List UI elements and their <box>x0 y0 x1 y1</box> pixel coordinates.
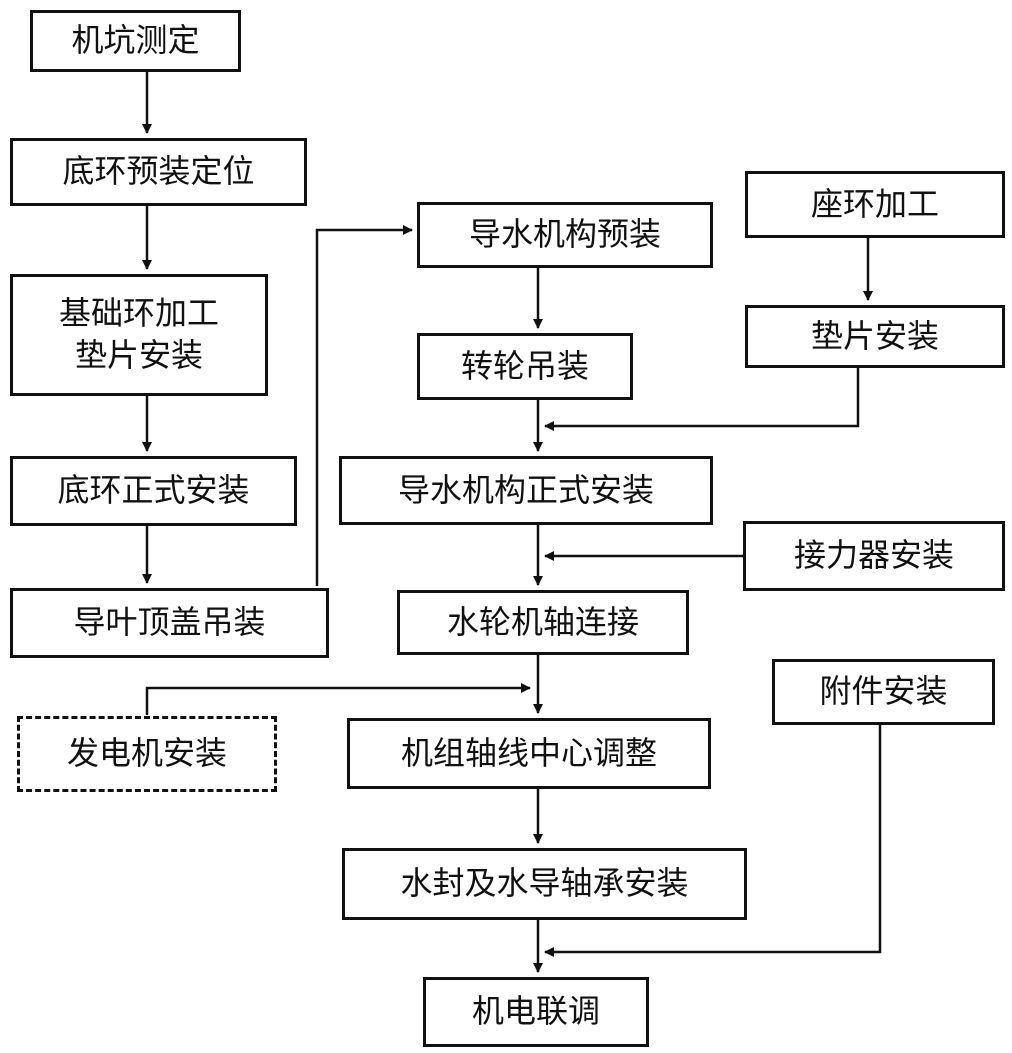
node-dihuan-zhengshi: 底环正式安装 <box>10 456 297 526</box>
node-jidian-liantiao: 机电联调 <box>423 977 649 1047</box>
node-zuohuan-jiagong: 座环加工 <box>745 171 1005 238</box>
node-dihuan-yuzhuang: 底环预装定位 <box>10 138 307 206</box>
node-zhuanlun-diaozhuang: 转轮吊装 <box>417 333 633 400</box>
node-zhou-lianjie: 水轮机轴连接 <box>397 590 689 655</box>
node-fujian: 附件安装 <box>772 659 995 725</box>
node-dianpian-anzhuang: 垫片安装 <box>745 305 1005 368</box>
node-jichuhuan-jiagong: 基础环加工 垫片安装 <box>10 274 268 396</box>
arrow-dianpian-to-main <box>544 368 860 431</box>
node-daoye-dinggai: 导叶顶盖吊装 <box>10 588 329 658</box>
node-daoshui-zhengshi: 导水机构正式安装 <box>339 456 713 525</box>
arrow-fujian-to-main <box>544 725 882 957</box>
arrow-fadianji-to-main <box>145 683 531 715</box>
node-zhouxian-tiaozheng: 机组轴线中心调整 <box>347 718 711 789</box>
node-shuifeng: 水封及水导轴承安装 <box>342 848 747 920</box>
node-daoshui-yuzhuang: 导水机构预装 <box>417 202 713 268</box>
node-fadianji: 发电机安装 <box>17 716 277 792</box>
arrow-daoye-to-daoshui-yuzhuang <box>315 225 413 586</box>
node-jikeng-cedding: 机坑测定 <box>30 10 241 72</box>
node-jieliqi: 接力器安装 <box>743 521 1005 591</box>
